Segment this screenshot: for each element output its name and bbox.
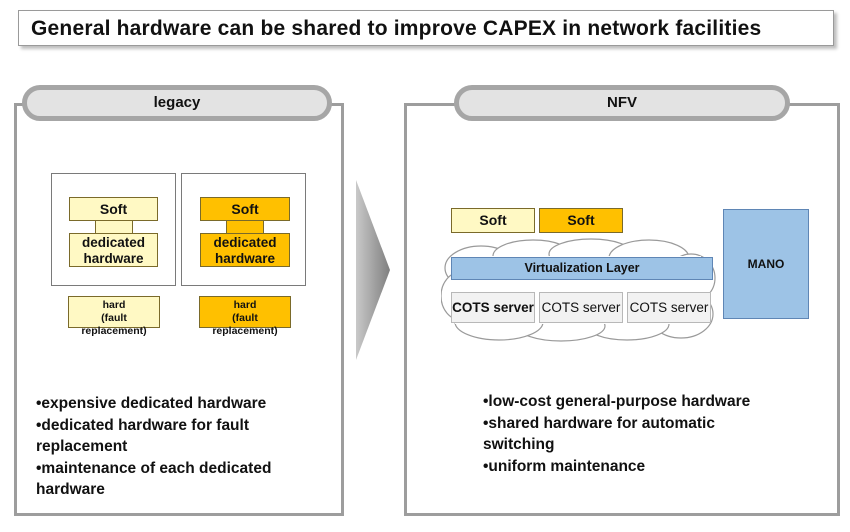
dedicated-hardware-line2: hardware (83, 251, 144, 266)
cots-server-1: COTS server (451, 292, 535, 323)
virtualization-layer: Virtualization Layer (451, 257, 713, 280)
legacy-bullet-list: •expensive dedicated hardware •dedicated… (36, 393, 336, 501)
dedicated-hardware-line2: hardware (214, 251, 276, 266)
spare-hardware-line1: hard (102, 299, 126, 311)
legacy-bullet: •dedicated hardware for fault replacemen… (36, 416, 249, 456)
cots-server-3: COTS server (627, 292, 711, 323)
legacy-header: legacy (22, 85, 332, 121)
nfv-bullet: •uniform maintenance (483, 457, 646, 475)
legacy-connector-1 (95, 220, 133, 234)
spare-hardware-1: hard (fault replacement) (68, 296, 160, 337)
transition-arrow (356, 180, 390, 360)
legacy-dedicated-hardware-2: dedicated hardware (200, 233, 290, 267)
page-title: General hardware can be shared to improv… (18, 10, 834, 46)
spare-hardware-line1: hard (233, 299, 257, 311)
legacy-soft-box-1: Soft (69, 197, 158, 221)
nfv-soft-box-2: Soft (539, 208, 623, 233)
mano-box: MANO (723, 209, 809, 319)
cots-server-2: COTS server (539, 292, 623, 323)
legacy-bullet: •expensive dedicated hardware (36, 395, 267, 412)
nfv-bullet: •shared hardware for automatic switching (483, 414, 715, 454)
nfv-bullet-list: •low-cost general-purpose hardware •shar… (483, 391, 823, 477)
spare-hardware-line2: (fault replacement) (81, 312, 147, 337)
legacy-connector-2 (226, 220, 264, 234)
legacy-soft-box-2: Soft (200, 197, 290, 221)
spare-hardware-line2: (fault replacement) (212, 312, 278, 337)
spare-hardware-2: hard (fault replacement) (199, 296, 291, 337)
dedicated-hardware-line1: dedicated (81, 235, 146, 250)
dedicated-hardware-line1: dedicated (213, 235, 277, 250)
legacy-bullet: •maintenance of each dedicated hardware (36, 459, 272, 499)
legacy-dedicated-hardware-1: dedicated hardware (69, 233, 158, 267)
nfv-soft-box-1: Soft (451, 208, 535, 233)
nfv-header: NFV (454, 85, 790, 121)
nfv-bullet: •low-cost general-purpose hardware (483, 393, 751, 410)
cloud-shape (441, 238, 716, 342)
